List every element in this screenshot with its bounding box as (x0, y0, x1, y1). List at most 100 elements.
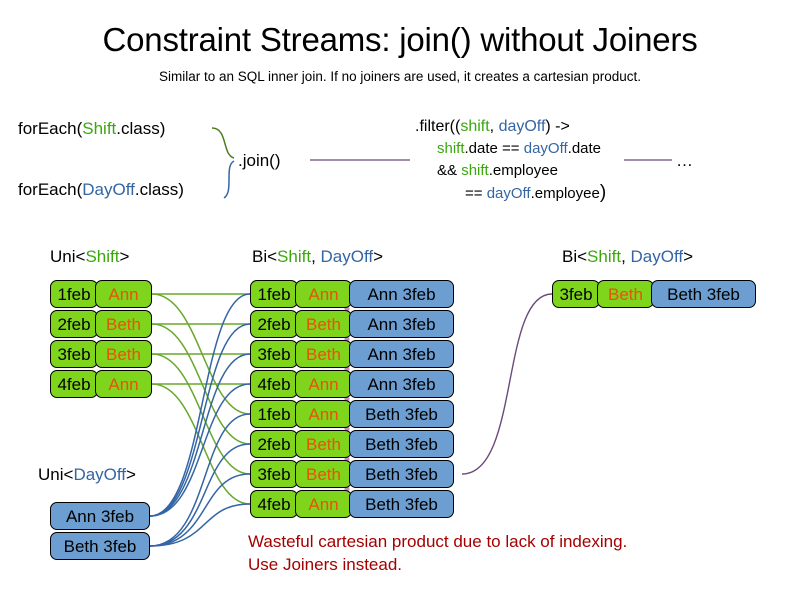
shift-employee-cell: Beth (95, 340, 152, 368)
caption-uni-shift-type: Shift (85, 247, 120, 266)
shift-employee-cell: Beth (295, 430, 352, 458)
caption-uni-dayoff-type: DayOff (73, 465, 127, 484)
link-dayoff-beth-1 (149, 413, 251, 547)
shift-employee-cell: Beth (295, 340, 352, 368)
filter-close-paren: ) (599, 182, 607, 203)
brace-shift-to-join (211, 127, 235, 159)
page-title: Constraint Streams: join() without Joine… (102, 21, 698, 58)
warning-line-2: Use Joiners instead. (248, 555, 403, 574)
warning-message: Wasteful cartesian product due to lack o… (248, 530, 627, 576)
caption-uni-shift: Uni<Shift> (50, 246, 129, 268)
shift-date-cell: 4feb (250, 490, 298, 518)
dayoff-cell: Ann 3feb (349, 340, 454, 368)
filter-employee-prop-a: .employee (488, 162, 558, 179)
filter-comma: , (489, 118, 499, 135)
shift-employee-cell: Ann (295, 490, 352, 518)
dayoff-cell: Beth 3feb (349, 460, 454, 488)
page-subtitle: Similar to an SQL inner join. If no join… (159, 69, 641, 84)
shift-date-cell: 1feb (250, 400, 298, 428)
shift-employee-cell: Ann (95, 280, 152, 308)
shift-employee-cell: Beth (95, 310, 152, 338)
filter-and: && (437, 162, 462, 179)
shift-date-cell: 4feb (50, 370, 98, 398)
caption-uni-shift-prefix: Uni< (50, 247, 86, 266)
shift-date-cell: 4feb (250, 370, 298, 398)
caption-uni-dayoff: Uni<DayOff> (38, 464, 136, 486)
foreach-shift-suffix: .class) (116, 119, 166, 138)
shift-employee-cell: Ann (295, 400, 352, 428)
shift-employee-cell: Ann (295, 280, 352, 308)
caption-bi-middle-prefix: Bi< (252, 247, 278, 266)
filter-line-1: .filter((shift, dayOff) -> (415, 116, 606, 138)
caption-uni-shift-suffix: > (119, 247, 130, 266)
filter-line-4: == dayOff.employee) (415, 182, 606, 205)
caption-bi-right-suffix: > (683, 247, 694, 266)
dayoff-cell: Ann 3feb (50, 502, 150, 530)
filter-date-prop: .date (567, 140, 602, 157)
shift-date-cell: 2feb (250, 310, 298, 338)
foreach-dayoff-prefix: forEach( (18, 180, 83, 199)
caption-bi-right-comma: , (621, 247, 631, 266)
dayoff-cell: Beth 3feb (50, 532, 150, 560)
foreach-dayoff-type: DayOff (82, 180, 135, 199)
dayoff-cell: Beth 3feb (349, 430, 454, 458)
link-dayoff-beth-3 (149, 473, 251, 547)
link-dayoff-ann-4 (149, 383, 251, 517)
caption-bi-middle-type-a: Shift (277, 247, 312, 266)
caption-bi-middle-type-b: DayOff (320, 247, 374, 266)
filter-param-dayoff: dayOff (498, 118, 546, 135)
dayoff-cell: Ann 3feb (349, 280, 454, 308)
caption-bi-right: Bi<Shift, DayOff> (562, 246, 693, 268)
shift-date-cell: 3feb (552, 280, 600, 308)
caption-bi-middle-comma: , (311, 247, 321, 266)
shift-employee-cell: Ann (295, 370, 352, 398)
filter-dayoff-ref-b: dayOff (486, 185, 531, 202)
caption-uni-dayoff-prefix: Uni< (38, 465, 74, 484)
shift-date-cell: 1feb (50, 280, 98, 308)
dayoff-cell: Beth 3feb (349, 490, 454, 518)
foreach-shift-expression: forEach(Shift.class) (18, 118, 165, 140)
shift-date-cell: 1feb (250, 280, 298, 308)
caption-bi-middle: Bi<Shift, DayOff> (252, 246, 383, 268)
foreach-dayoff-suffix: .class) (134, 180, 184, 199)
dayoff-cell: Ann 3feb (349, 370, 454, 398)
filter-open: .filter(( (415, 118, 461, 135)
link-dayoff-ann-1 (149, 293, 251, 517)
filter-eq: == (465, 185, 487, 202)
link-dayoff-ann-3 (149, 353, 251, 517)
caption-uni-dayoff-suffix: > (126, 465, 136, 484)
uni-dayoff-card: Beth 3feb (50, 532, 150, 560)
link-dayoff-beth-4 (149, 503, 251, 547)
dayoff-cell: Beth 3feb (349, 400, 454, 428)
filter-param-shift: shift (460, 118, 490, 135)
link-shift-4-b (151, 383, 251, 505)
link-dayoff-ann-2 (149, 323, 251, 517)
foreach-shift-type: Shift (82, 119, 117, 138)
filter-date-eq: .date == (464, 140, 524, 157)
filter-shift-ref-a: shift (437, 140, 465, 157)
shift-date-cell: 2feb (250, 430, 298, 458)
shift-employee-cell: Beth (295, 310, 352, 338)
dayoff-cell: Ann 3feb (349, 310, 454, 338)
caption-bi-right-type-b: DayOff (630, 247, 684, 266)
caption-bi-middle-suffix: > (373, 247, 384, 266)
foreach-shift-prefix: forEach( (18, 119, 83, 138)
filter-line-2: shift.date == dayOff.date (415, 138, 606, 160)
shift-employee-cell: Beth (597, 280, 654, 308)
caption-bi-right-prefix: Bi< (562, 247, 588, 266)
warning-line-1: Wasteful cartesian product due to lack o… (248, 532, 628, 551)
foreach-dayoff-expression: forEach(DayOff.class) (18, 179, 184, 201)
filter-dayoff-ref-a: dayOff (523, 140, 568, 157)
shift-date-cell: 3feb (50, 340, 98, 368)
shift-date-cell: 3feb (250, 340, 298, 368)
